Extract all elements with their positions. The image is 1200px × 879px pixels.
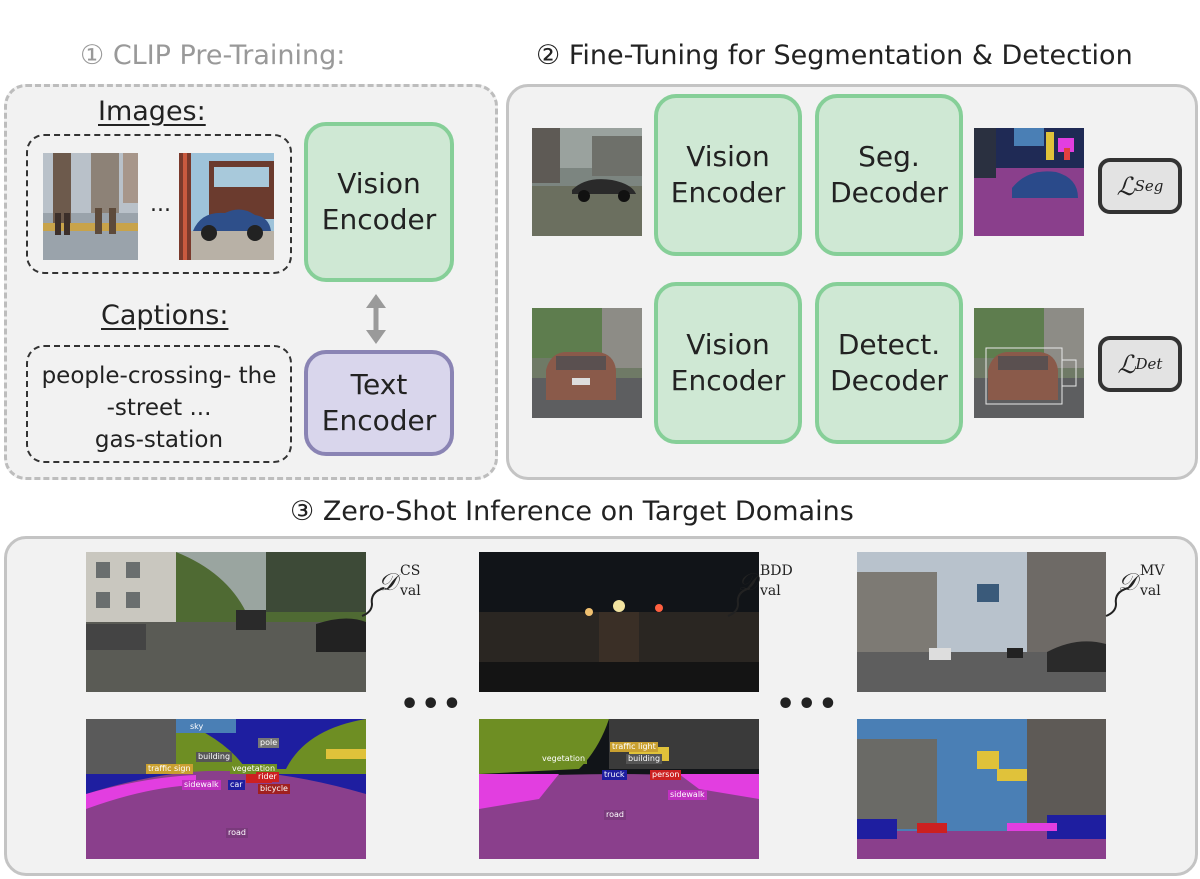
caption-examples: people-crossing- the -street ... gas-sta… <box>41 363 277 454</box>
pedestrian-image <box>43 153 138 260</box>
section2-title: ② Fine-Tuning for Segmentation & Detecti… <box>536 40 1133 71</box>
dots-ellipsis: ••• <box>400 687 464 722</box>
seg-label: vegetation <box>230 764 278 774</box>
images-ellipsis: ... <box>150 192 171 217</box>
seg-label: traffic sign <box>146 764 193 774</box>
seg-label: building <box>626 754 663 764</box>
section3-title: ③ Zero-Shot Inference on Target Domains <box>290 496 854 527</box>
domain-label-mv: 𝒟 MV val <box>1118 563 1165 599</box>
det-vision-encoder: Vision Encoder <box>654 282 802 444</box>
bdd-segmentation <box>479 719 759 859</box>
bdd-photo <box>479 552 759 692</box>
seg-vision-encoder: Vision Encoder <box>654 94 802 256</box>
captions-heading: Captions: <box>101 300 229 331</box>
seg-label: car <box>228 780 245 790</box>
dots-ellipsis: ••• <box>776 687 840 722</box>
double-arrow-icon <box>366 294 386 344</box>
seg-label: sidewalk <box>668 790 707 800</box>
vintage-car-image <box>179 153 274 260</box>
images-heading: Images: <box>98 96 206 127</box>
seg-label: bicycle <box>258 784 290 794</box>
seg-label: building <box>196 752 233 762</box>
mv-photo <box>857 552 1106 692</box>
images-box <box>26 134 292 274</box>
det-output-image <box>974 308 1084 418</box>
callout-connector <box>1105 587 1129 617</box>
det-input-image <box>532 308 642 418</box>
seg-label: vegetation <box>540 754 588 764</box>
seg-label: person <box>650 770 682 780</box>
section1-title: ① CLIP Pre-Training: <box>80 40 346 71</box>
callout-connector <box>727 587 751 617</box>
seg-output-image <box>974 128 1084 236</box>
seg-label: sidewalk <box>182 780 221 790</box>
seg-decoder: Seg. Decoder <box>815 94 963 256</box>
cs-segmentation <box>86 719 366 859</box>
seg-input-image <box>532 128 642 236</box>
callout-connector <box>361 587 385 617</box>
clip-text-encoder: Text Encoder <box>304 350 454 456</box>
seg-label: sky <box>188 722 206 732</box>
seg-label: pole <box>258 738 280 748</box>
seg-label: road <box>226 828 248 838</box>
clip-vision-encoder: Vision Encoder <box>304 122 454 282</box>
cs-photo <box>86 552 366 692</box>
seg-label: traffic light <box>610 742 658 752</box>
seg-label: rider <box>256 772 279 782</box>
det-decoder: Detect. Decoder <box>815 282 963 444</box>
domain-label-cs: 𝒟 CS val <box>378 563 421 599</box>
seg-label: road <box>604 810 626 820</box>
domain-label-bdd: 𝒟 BDD val <box>738 563 793 599</box>
captions-box <box>26 345 292 463</box>
mv-segmentation <box>857 719 1106 859</box>
seg-label: truck <box>602 770 627 780</box>
